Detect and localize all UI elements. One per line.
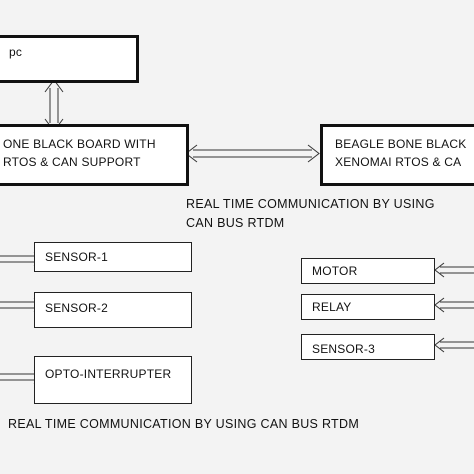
opto-interrupter-label: OPTO-INTERRUPTER <box>45 367 172 381</box>
board-right-line1: BEAGLE BONE BLACK <box>335 137 467 151</box>
pc-label: pc <box>9 45 23 59</box>
board-right-line2: XENOMAI RTOS & CA <box>335 155 462 169</box>
caption-bottom: REAL TIME COMMUNICATION BY USING CAN BUS… <box>8 417 360 431</box>
opto-interrupter-box: OPTO-INTERRUPTER <box>34 356 192 404</box>
caption-top-line2: CAN BUS RTDM <box>186 216 285 230</box>
sensor-3-arrow <box>434 337 474 353</box>
sensor-1-box: SENSOR-1 <box>34 242 192 272</box>
pc-box: pc <box>0 35 139 83</box>
relay-box: RELAY <box>301 294 435 320</box>
board-left-line2: RTOS & CAN SUPPORT <box>3 155 141 169</box>
sensor-3-box: SENSOR-3 <box>301 334 435 360</box>
board-left-box: ONE BLACK BOARD WITH RTOS & CAN SUPPORT <box>0 124 189 186</box>
board-left-line1: ONE BLACK BOARD WITH <box>3 137 156 151</box>
sensor-3-label: SENSOR-3 <box>312 342 375 356</box>
sensor-1-label: SENSOR-1 <box>45 250 108 264</box>
sensor-2-box: SENSOR-2 <box>34 292 192 328</box>
motor-arrow <box>434 262 474 278</box>
motor-box: MOTOR <box>301 258 435 284</box>
relay-label: RELAY <box>312 300 352 314</box>
board-right-box: BEAGLE BONE BLACK XENOMAI RTOS & CA <box>320 124 474 186</box>
motor-label: MOTOR <box>312 264 358 278</box>
board-board-arrow <box>185 144 320 163</box>
relay-arrow <box>434 297 474 313</box>
caption-top-line1: REAL TIME COMMUNICATION BY USING <box>186 197 435 211</box>
sensor-2-label: SENSOR-2 <box>45 301 108 315</box>
